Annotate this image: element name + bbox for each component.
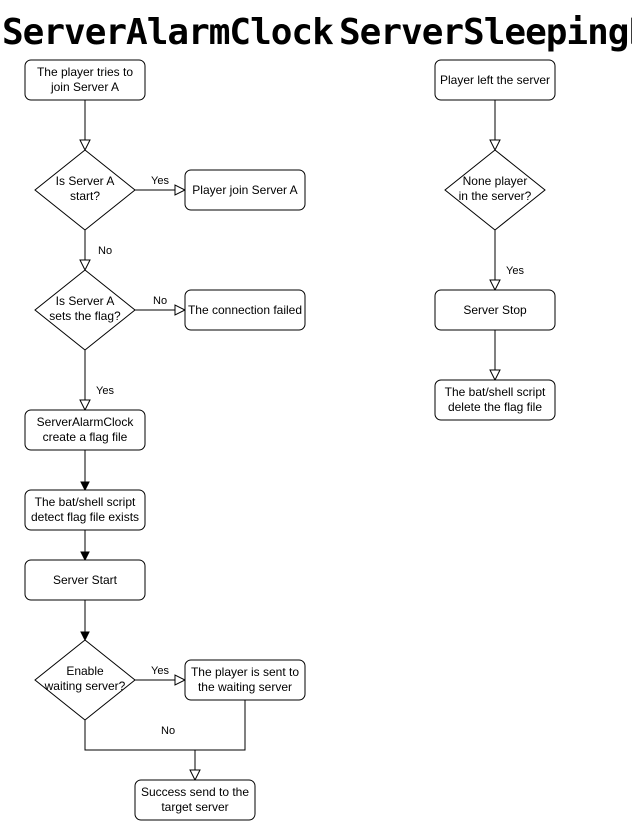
decision-sets-flag: Is Server A sets the flag? (34, 269, 136, 351)
arrowhead-open (174, 674, 187, 686)
node-detect-flag-line1: The bat/shell script (35, 495, 136, 509)
node-connection-failed: The connection failed (184, 289, 306, 331)
decision-enable-waiting: Enable waiting server? (34, 639, 136, 721)
node-tries-join-line2: join Server A (50, 80, 119, 94)
edge-sent-to-success (195, 700, 246, 751)
node-success-send: Success send to the target server (134, 779, 256, 821)
node-create-flag-line1: ServerAlarmClock (37, 415, 135, 429)
node-sent-wait-line1: The player is sent to (191, 665, 299, 679)
decision-none-player: None player in the server? (444, 149, 546, 231)
arrowhead-filled (80, 551, 90, 562)
arrowhead-open (79, 139, 91, 152)
decision-is-start-line2: start? (70, 189, 100, 203)
arrowhead-open (174, 184, 187, 196)
node-server-start-label: Server Start (53, 573, 118, 587)
decision-is-server-a-start: Is Server A start? (34, 149, 136, 231)
node-success-line2: target server (161, 800, 228, 814)
node-player-join-a: Player join Server A (184, 169, 306, 211)
title-server-alarm-clock: ServerAlarmClock (2, 12, 334, 53)
node-player-join-a-label: Player join Server A (192, 183, 297, 197)
arrowhead-filled (80, 481, 90, 492)
arrowhead-open (189, 769, 201, 782)
node-create-flag: ServerAlarmClock create a flag file (24, 409, 146, 451)
node-success-line1: Success send to the (141, 785, 249, 799)
edge-wait-no (84, 720, 196, 770)
node-sent-to-waiting: The player is sent to the waiting server (184, 659, 306, 701)
label-wait-yes: Yes (151, 665, 169, 677)
node-server-stop-label: Server Stop (463, 303, 527, 317)
label-wait-no: No (161, 725, 175, 737)
node-delete-flag: The bat/shell script delete the flag fil… (434, 379, 556, 421)
node-tries-join-line1: The player tries to (37, 65, 133, 79)
arrowhead-open (489, 279, 501, 292)
left-edges (79, 100, 246, 782)
decision-is-start-line1: Is Server A (56, 174, 115, 188)
node-delete-flag-line2: delete the flag file (448, 400, 542, 414)
node-detect-flag: The bat/shell script detect flag file ex… (24, 489, 146, 531)
label-flag-no: No (153, 295, 167, 307)
arrowhead-filled (80, 631, 90, 642)
label-flag-yes: Yes (96, 385, 114, 397)
decision-enable-wait-line1: Enable (66, 664, 104, 678)
node-player-left: Player left the server (434, 59, 556, 101)
node-player-left-label: Player left the server (440, 73, 550, 87)
decision-none-player-line1: None player (463, 174, 528, 188)
node-connection-failed-label: The connection failed (188, 303, 302, 317)
node-tries-join: The player tries to join Server A (24, 59, 146, 101)
node-create-flag-line2: create a flag file (43, 430, 128, 444)
decision-sets-flag-line1: Is Server A (56, 294, 115, 308)
node-detect-flag-line2: detect flag file exists (31, 510, 139, 524)
node-server-stop: Server Stop (434, 289, 556, 331)
arrowhead-open (489, 369, 501, 382)
decision-none-player-line2: in the server? (459, 189, 532, 203)
node-server-start: Server Start (24, 559, 146, 601)
node-sent-wait-line2: the waiting server (198, 680, 292, 694)
decision-sets-flag-line2: sets the flag? (49, 309, 121, 323)
label-start-no: No (98, 245, 112, 257)
label-none-yes: Yes (506, 265, 524, 277)
arrowhead-open (489, 139, 501, 152)
decision-enable-wait-line2: waiting server? (44, 679, 126, 693)
arrowhead-open (79, 399, 91, 412)
node-delete-flag-line1: The bat/shell script (445, 385, 546, 399)
label-start-yes: Yes (151, 175, 169, 187)
arrowhead-open (79, 259, 91, 272)
arrowhead-open (174, 304, 187, 316)
right-edges (489, 100, 501, 382)
title-server-sleeping-pill: ServerSleepingPill (339, 12, 632, 53)
